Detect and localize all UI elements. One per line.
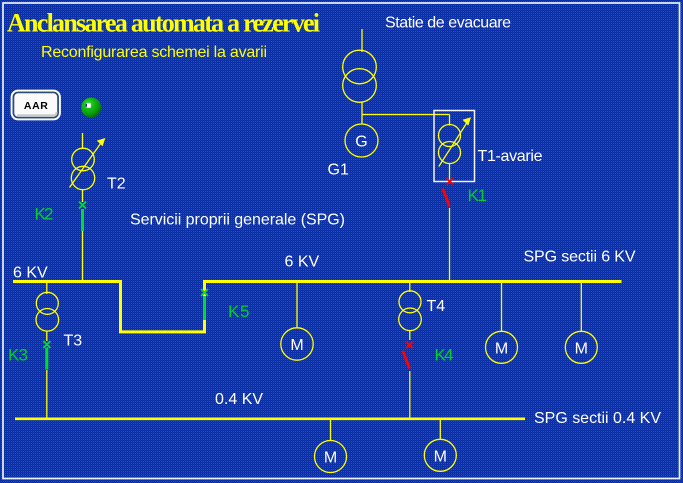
svg-text:Reconfigurarea schemei la avar: Reconfigurarea schemei la avarii bbox=[41, 44, 267, 61]
svg-text:0.4 KV: 0.4 KV bbox=[215, 391, 263, 408]
svg-text:K5: K5 bbox=[228, 302, 250, 321]
svg-text:G: G bbox=[355, 134, 367, 151]
svg-text:M: M bbox=[495, 340, 508, 357]
svg-text:SPG sectii 0.4 KV: SPG sectii 0.4 KV bbox=[534, 410, 661, 427]
svg-text:6 KV: 6 KV bbox=[285, 254, 320, 271]
svg-text:M: M bbox=[290, 337, 303, 354]
svg-text:Anclansarea automata a rezerve: Anclansarea automata a rezervei bbox=[7, 9, 320, 38]
svg-text:T1-avarie: T1-avarie bbox=[478, 148, 543, 165]
svg-text:K1: K1 bbox=[468, 186, 488, 205]
svg-text:Servicii proprii generale (SPG: Servicii proprii generale (SPG) bbox=[130, 212, 345, 229]
svg-text:SPG sectii 6 KV: SPG sectii 6 KV bbox=[524, 249, 636, 266]
svg-text:6 KV: 6 KV bbox=[13, 265, 48, 282]
svg-text:K2: K2 bbox=[35, 205, 54, 224]
svg-text:Statie de evacuare: Statie de evacuare bbox=[385, 15, 511, 32]
svg-text:T4: T4 bbox=[427, 298, 446, 315]
svg-text:AAR: AAR bbox=[24, 100, 49, 112]
svg-text:G1: G1 bbox=[328, 162, 349, 179]
svg-text:M: M bbox=[434, 448, 447, 465]
svg-text:T3: T3 bbox=[64, 333, 83, 350]
svg-text:K4: K4 bbox=[435, 346, 454, 365]
svg-text:K3: K3 bbox=[8, 346, 28, 365]
svg-text:M: M bbox=[575, 340, 588, 357]
svg-text:M: M bbox=[324, 450, 337, 467]
svg-text:T2: T2 bbox=[107, 176, 126, 193]
